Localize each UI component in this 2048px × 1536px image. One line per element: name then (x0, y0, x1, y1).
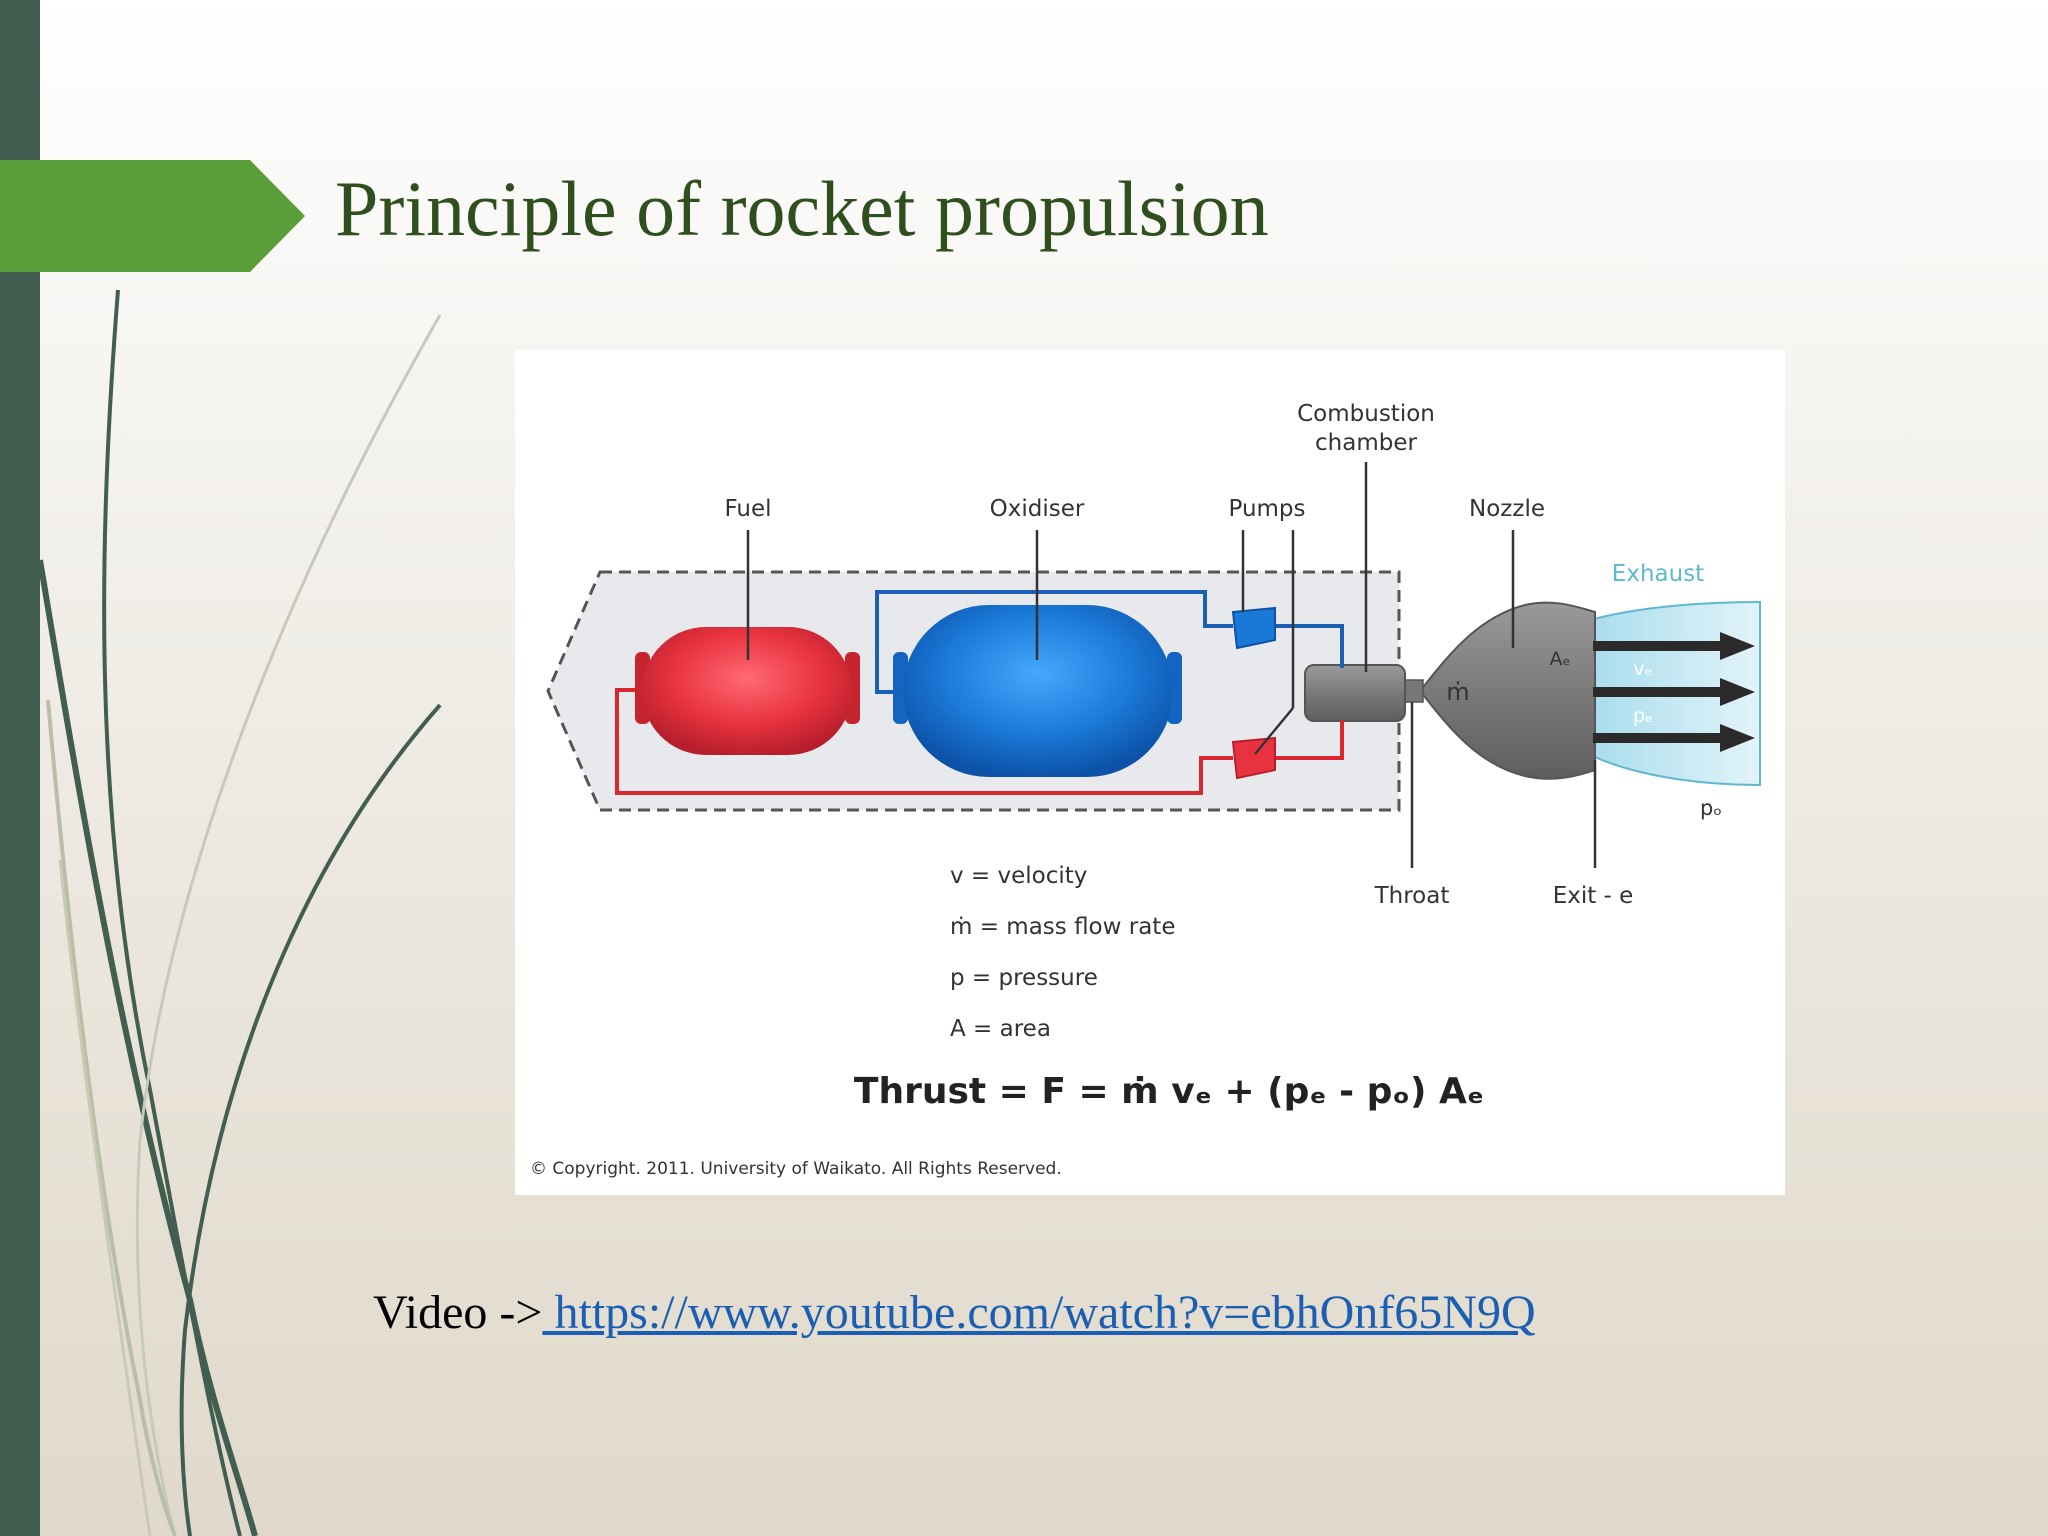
variable-legend: v = velocity ṁ = mass flow rate p = pres… (950, 863, 1175, 1042)
combustion-chamber-label-line1: Combustion (1297, 401, 1435, 427)
decorative-grass-lines (37, 289, 442, 1536)
rocket-propulsion-diagram: Combustion chamber Fuel Oxidiser Pumps N… (515, 350, 1785, 1195)
exhaust-label: Exhaust (1612, 561, 1704, 587)
oxidiser-label: Oxidiser (990, 496, 1085, 522)
exit-pressure-symbol: pₑ (1633, 705, 1653, 727)
slide-title: Principle of rocket propulsion (335, 165, 1269, 252)
thrust-equation: Thrust = F = ṁ vₑ + (pₑ - pₒ) Aₑ (854, 1071, 1484, 1112)
video-line: Video -> https://www.youtube.com/watch?v… (373, 1283, 1536, 1343)
exit-velocity-symbol: vₑ (1633, 658, 1652, 680)
fuel-tank (642, 627, 852, 755)
fuel-label: Fuel (724, 496, 771, 522)
combustion-chamber-label-line2: chamber (1315, 430, 1417, 456)
exit-label: Exit - e (1553, 883, 1634, 909)
oxidiser-tank (903, 605, 1173, 777)
title-accent-arrow (0, 160, 305, 272)
combustion-chamber (1304, 664, 1406, 722)
throat-label: Throat (1374, 883, 1450, 909)
mass-flow-symbol: ṁ (1446, 678, 1469, 706)
exit-area-symbol: Aₑ (1550, 648, 1571, 670)
legend-area: A = area (950, 1016, 1051, 1042)
legend-mass-flow-rate: ṁ = mass flow rate (950, 914, 1175, 940)
video-label: Video -> (373, 1286, 543, 1339)
copyright-notice: © Copyright. 2011. University of Waikato… (530, 1159, 1062, 1179)
video-link[interactable]: https://www.youtube.com/watch?v=ebhOnf65… (542, 1286, 1536, 1339)
pumps-label: Pumps (1228, 496, 1305, 522)
ambient-pressure-symbol: pₒ (1700, 796, 1722, 820)
fuel-pump (1231, 736, 1276, 780)
legend-velocity: v = velocity (950, 863, 1087, 889)
oxidiser-pump (1231, 606, 1276, 650)
oxidiser-pipe (875, 590, 1233, 694)
nozzle-label: Nozzle (1469, 496, 1545, 522)
fuel-pipe (615, 688, 1233, 795)
legend-pressure: p = pressure (950, 965, 1098, 991)
exhaust-arrows (1593, 632, 1755, 752)
